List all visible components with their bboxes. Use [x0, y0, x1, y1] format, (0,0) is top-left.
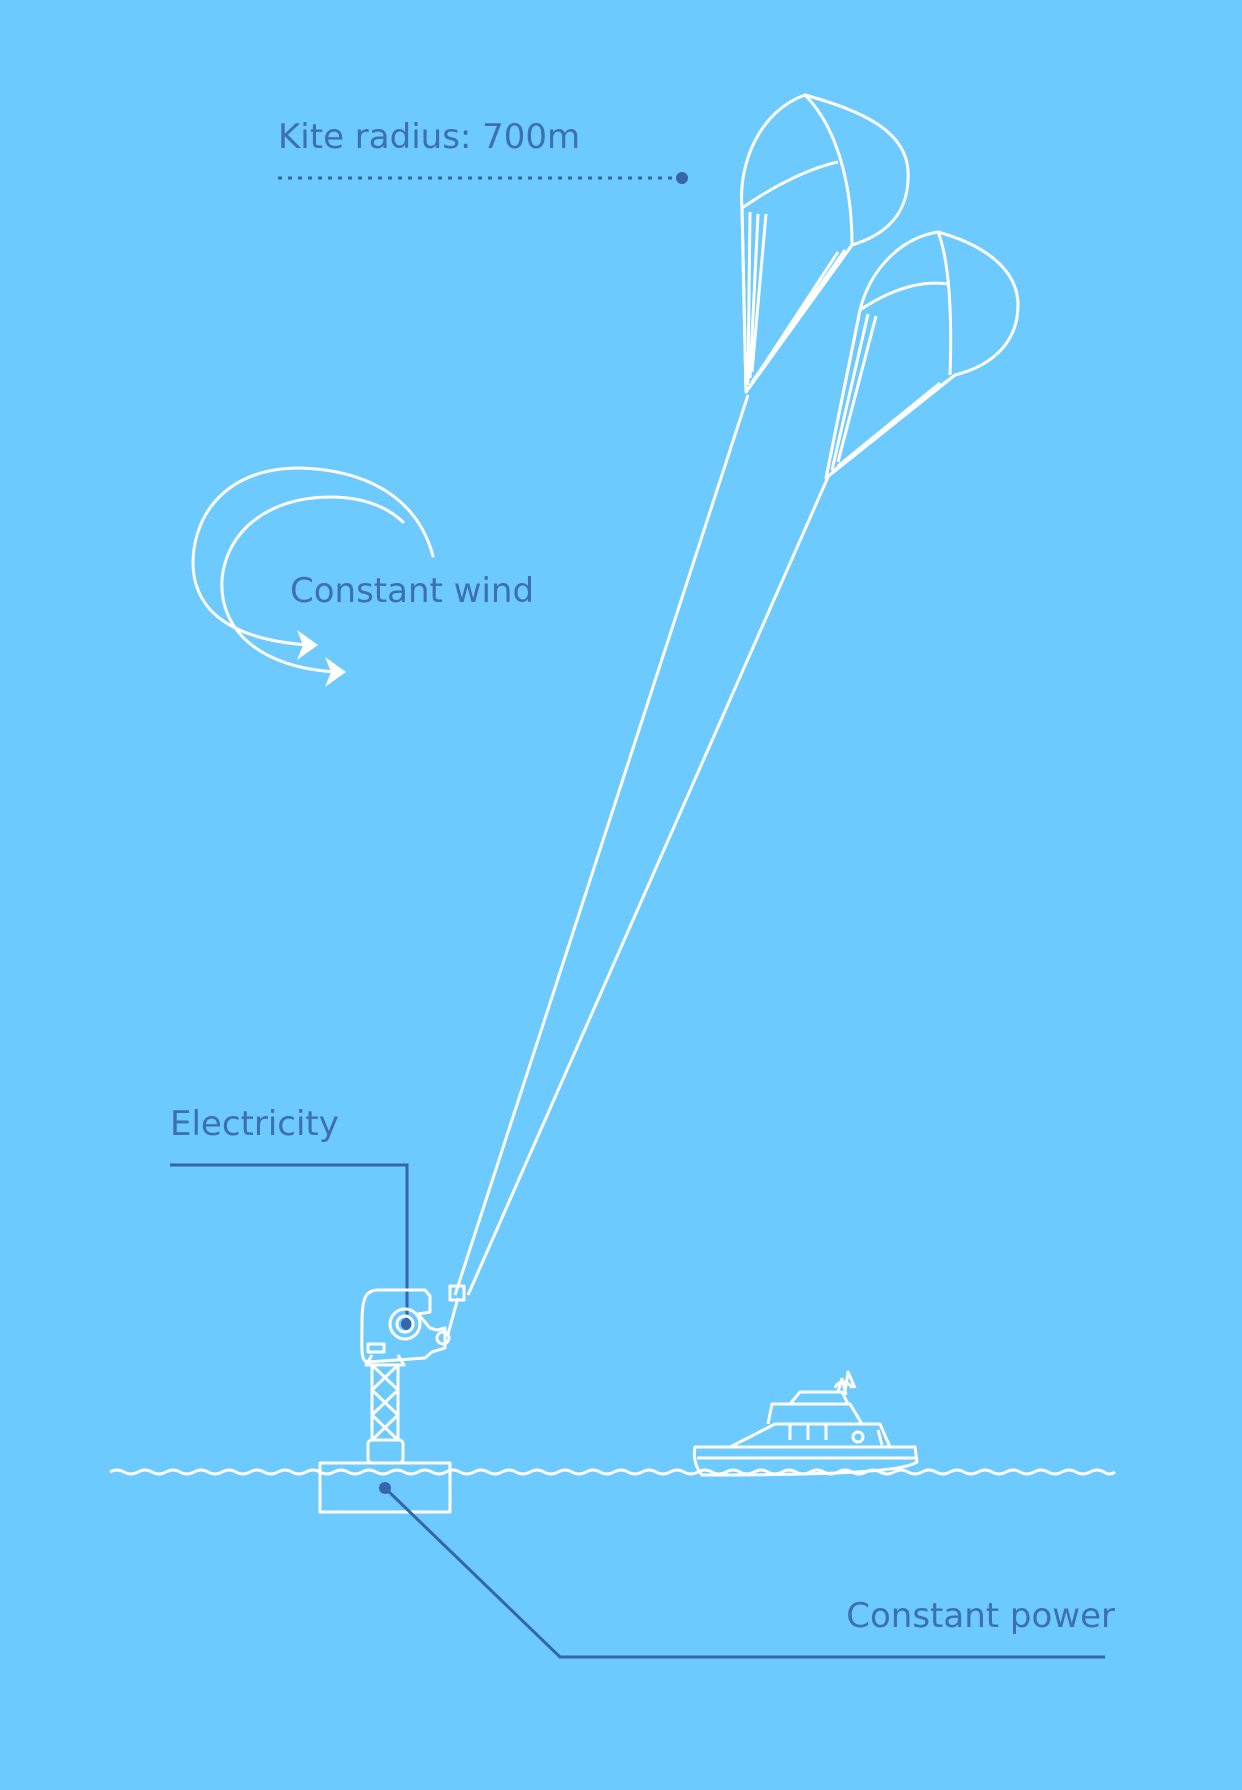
- constant-power-leader-line: [383, 1486, 1105, 1659]
- boat-hull: [692, 1445, 919, 1477]
- electricity-end-dot: [401, 1318, 413, 1330]
- wind-swirl-outer: [191, 466, 435, 647]
- tether-line-1: [453, 394, 750, 1296]
- wind-icon: [191, 466, 435, 674]
- kite-radius-label: Kite radius: 700m: [278, 117, 580, 157]
- sea-waves: [109, 1468, 1116, 1476]
- constant-wind-label: Constant wind: [290, 571, 534, 611]
- generator-station-icon: [318, 1284, 466, 1514]
- wind-arrow-head-upper: [297, 630, 318, 660]
- boat-icon: [692, 1370, 919, 1477]
- wind-swirl-inner: [220, 495, 405, 674]
- kite-radius-end-dot: [676, 172, 688, 184]
- constant-power-label: Constant power: [846, 1596, 1115, 1636]
- electricity-leader-line: [170, 1163, 409, 1322]
- kite-upper-icon: [740, 93, 910, 394]
- tether-line-2: [466, 476, 830, 1296]
- electricity-label: Electricity: [170, 1104, 339, 1144]
- wind-arrow-head-lower: [325, 657, 346, 687]
- constant-power-end-dot: [379, 1482, 391, 1494]
- kite-lower-icon: [824, 230, 1020, 480]
- tether-lines: [453, 394, 830, 1296]
